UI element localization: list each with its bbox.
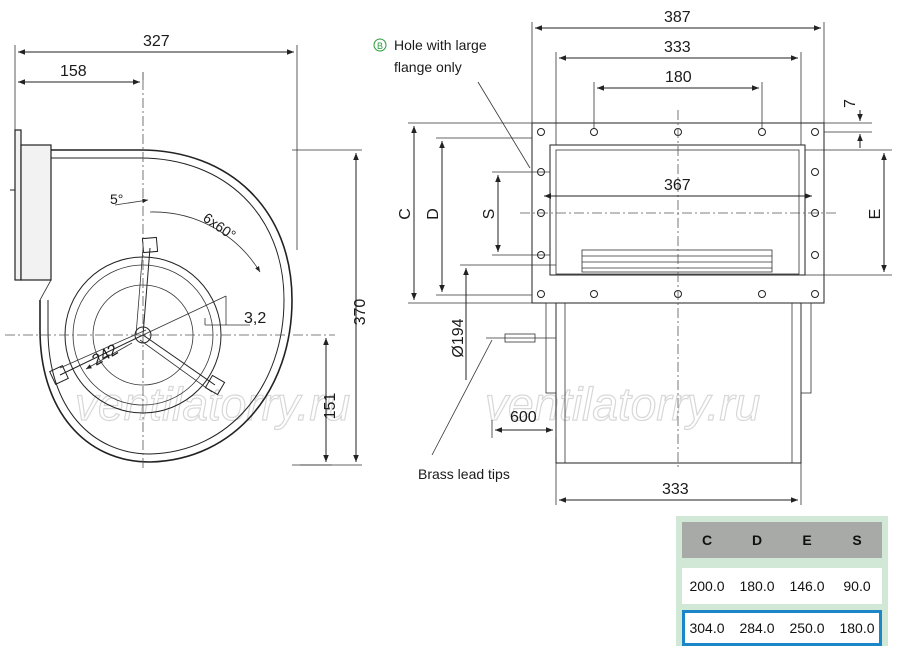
dim-letter-d: D — [425, 208, 442, 220]
cell-s: 90.0 — [843, 578, 871, 594]
side-view-dimensions — [14, 45, 362, 466]
cell-c: 200.0 — [689, 578, 725, 594]
dim-angle-small: 5° — [110, 191, 123, 207]
dim-letter-e: E — [867, 209, 884, 220]
dim-letter-c: C — [397, 208, 414, 220]
dim-lead-length: 600 — [510, 409, 537, 426]
dim-angle-pattern: 6x60° — [200, 209, 239, 243]
dimension-table: C D E S 200.0 180.0 146.0 90.0 304.0 284… — [676, 516, 888, 646]
dim-bottom-width: 333 — [662, 481, 689, 498]
watermark-right: ventilatorry.ru — [485, 378, 760, 430]
table-row-highlighted: 304.0 284.0 250.0 180.0 — [682, 610, 882, 646]
cell-e: 146.0 — [789, 578, 825, 594]
dim-left-height: 370 — [352, 299, 369, 326]
brass-note: Brass lead tips — [418, 466, 510, 482]
dim-letter-s: S — [481, 209, 498, 220]
table-row: 200.0 180.0 146.0 90.0 — [682, 568, 882, 604]
header-e: E — [802, 532, 812, 548]
cell-d: 284.0 — [739, 620, 775, 636]
header-s: S — [852, 532, 862, 548]
dim-hole-offset: 3,2 — [244, 310, 266, 327]
dim-top-width: 387 — [664, 9, 691, 26]
dim-left-offset: 158 — [60, 63, 87, 80]
cell-d: 180.0 — [739, 578, 775, 594]
cell-c: 304.0 — [689, 620, 725, 636]
hole-marker-letter: B — [377, 41, 383, 51]
header-c: C — [701, 532, 713, 548]
front-view-dimensions — [408, 22, 892, 505]
table-header: C D E S — [682, 522, 882, 558]
side-view — [5, 80, 335, 470]
dim-hole-span: 180 — [665, 69, 692, 86]
dim-left-lower: 151 — [322, 393, 339, 420]
dim-left-width: 327 — [143, 33, 170, 50]
header-d: D — [751, 532, 763, 548]
front-view — [486, 110, 836, 470]
hole-note-line1: Hole with large — [394, 37, 487, 53]
dim-outlet-width: 367 — [664, 177, 691, 194]
cell-e: 250.0 — [789, 620, 825, 636]
dim-diameter: Ø194 — [450, 318, 467, 357]
dim-flange-thickness: 7 — [842, 99, 859, 108]
dim-inner-width: 333 — [664, 39, 691, 56]
watermark-left: ventilatorry.ru — [75, 378, 350, 430]
cell-s: 180.0 — [839, 620, 875, 636]
hole-marker-circle — [373, 38, 387, 52]
hole-note-line2: flange only — [394, 59, 462, 75]
